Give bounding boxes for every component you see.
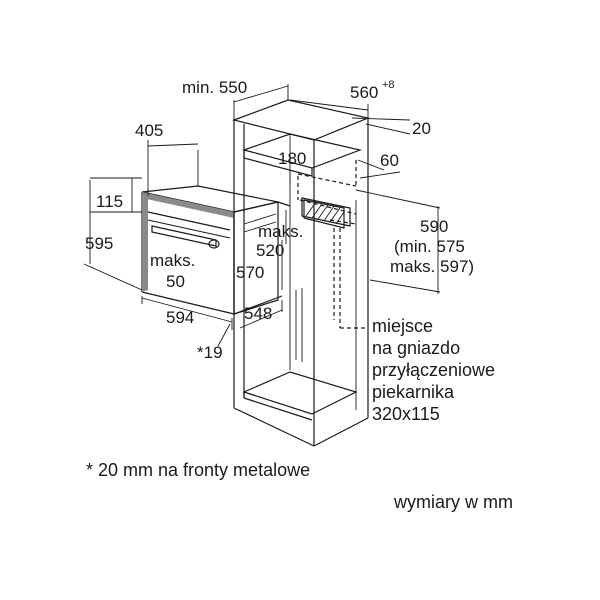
label-560: 560 — [350, 83, 378, 102]
label-20: 20 — [412, 119, 431, 138]
socket-area — [297, 160, 366, 329]
cabinet-bottom-front — [233, 407, 315, 447]
dimension-labels: min. 550 560 +8 20 405 115 595 maks. 50 … — [85, 78, 474, 362]
socket-note-line-2: na gniazdo — [372, 338, 460, 358]
label-590: 590 — [420, 217, 448, 236]
oven-handle — [151, 225, 217, 247]
label-594: 594 — [166, 308, 194, 327]
label-548: 548 — [244, 304, 272, 323]
label-180: 180 — [278, 149, 306, 168]
lower-shelf — [242, 371, 358, 415]
footnote: * 20 mm na fronty metalowe — [86, 460, 310, 480]
label-19: *19 — [197, 343, 223, 362]
oven-side — [233, 201, 279, 315]
socket-note-line-5: 320x115 — [372, 404, 440, 424]
label-115: 115 — [96, 192, 123, 211]
label-595: 595 — [85, 234, 113, 253]
socket-note-line-3: przyłączeniowe — [372, 360, 495, 380]
socket-hatch — [303, 199, 345, 229]
socket-note-line-4: piekarnika — [372, 382, 455, 402]
label-590-max: maks. 597) — [390, 257, 474, 276]
label-50: 50 — [166, 272, 185, 291]
label-570: 570 — [236, 263, 264, 282]
socket-note-line-1: miejsce — [372, 316, 433, 336]
label-520: 520 — [256, 241, 284, 260]
socket-note: miejsce na gniazdo przyłączeniowe piekar… — [372, 316, 495, 424]
label-405: 405 — [135, 121, 163, 140]
label-60: 60 — [380, 151, 399, 170]
cabinet-top — [231, 99, 370, 141]
cabinet-side-bottom — [313, 417, 369, 447]
units-note: wymiary w mm — [393, 492, 513, 512]
dimension-lines — [83, 84, 441, 347]
oven-front-bottom — [141, 291, 235, 315]
upper-shelf — [241, 133, 363, 169]
label-590-min: (min. 575 — [394, 237, 465, 256]
oven — [141, 185, 291, 315]
label-min-550: min. 550 — [182, 78, 247, 97]
label-maks-2: maks. — [258, 222, 303, 241]
label-maks-1: maks. — [150, 251, 195, 270]
label-560-tolerance: +8 — [382, 79, 395, 91]
